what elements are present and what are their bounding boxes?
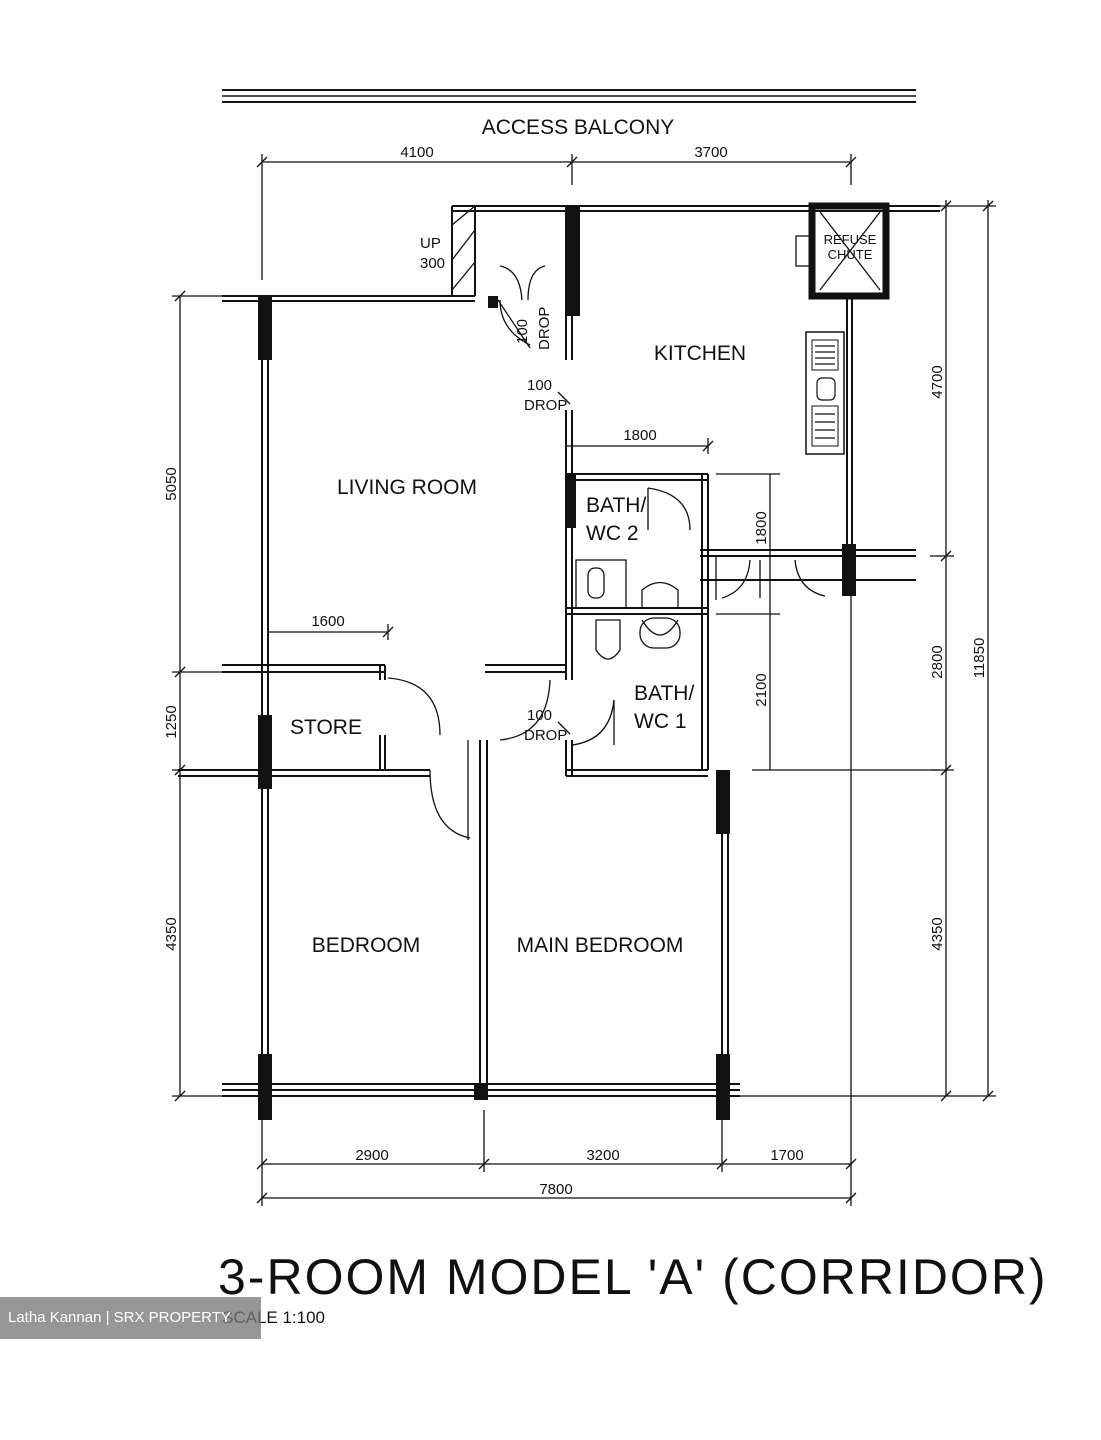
- top-dimension-line: [256, 154, 857, 280]
- kitchen-label: KITCHEN: [654, 342, 746, 365]
- bath-fixtures: [575, 559, 681, 660]
- bedroom-label: BEDROOM: [312, 934, 421, 957]
- dim-top-right: 3700: [694, 144, 727, 161]
- dim-left-upper: 5050: [163, 467, 180, 500]
- dim-bottom-3: 1700: [770, 1147, 803, 1164]
- refuse-chute: [795, 202, 890, 300]
- kitchen-sink: [805, 331, 845, 455]
- drop-bath-num: 100: [527, 707, 552, 724]
- drop-entrance-num: 100: [514, 319, 531, 344]
- dim-right-total: 11850: [971, 638, 988, 679]
- inner-dimensions: [268, 438, 940, 771]
- drop-bath-word: DROP: [524, 727, 567, 744]
- access-balcony-label: ACCESS BALCONY: [482, 116, 675, 139]
- right-dimension-lines: [740, 200, 996, 1102]
- doors: [387, 265, 826, 840]
- up-label: UP: [420, 235, 441, 252]
- dim-right-upper: 4700: [929, 365, 946, 398]
- dim-left-store: 1250: [163, 705, 180, 738]
- store-label: STORE: [290, 716, 362, 739]
- dim-bottom-2: 3200: [586, 1147, 619, 1164]
- drop-kitchen-word: DROP: [524, 397, 567, 414]
- dim-right-lower: 4350: [929, 917, 946, 950]
- dim-top-left: 4100: [400, 144, 433, 161]
- bath1-label-2: WC 1: [634, 710, 687, 733]
- bath2-label-1: BATH/: [586, 494, 646, 517]
- dim-bottom-1: 2900: [355, 1147, 388, 1164]
- up-value: 300: [420, 255, 445, 272]
- corridor-lines: [222, 89, 916, 103]
- living-room-label: LIVING ROOM: [337, 476, 477, 499]
- dim-kitchen-inner: 1800: [623, 427, 656, 444]
- refuse-label-1: REFUSE: [824, 232, 877, 247]
- plan-title: 3-ROOM MODEL 'A' (CORRIDOR): [218, 1249, 1048, 1305]
- dim-bottom-total: 7800: [539, 1181, 572, 1198]
- main-bedroom-label: MAIN BEDROOM: [517, 934, 684, 957]
- refuse-label-2: CHUTE: [828, 247, 873, 262]
- bath2-label-2: WC 2: [586, 522, 639, 545]
- drop-kitchen-num: 100: [527, 377, 552, 394]
- bottom-dimension-lines: [256, 590, 857, 1206]
- drop-entrance-word: DROP: [536, 307, 553, 350]
- dim-bath-v2: 2100: [753, 673, 770, 706]
- dim-living-inner: 1600: [311, 613, 344, 630]
- columns: [258, 206, 856, 1120]
- watermark-banner: Latha Kannan | SRX PROPERTY: [0, 1297, 261, 1339]
- bath1-label-1: BATH/: [634, 682, 694, 705]
- dim-left-lower: 4350: [163, 917, 180, 950]
- dim-right-mid: 2800: [929, 645, 946, 678]
- left-dimension-line: [172, 290, 230, 1102]
- dim-bath-v1: 1800: [753, 511, 770, 544]
